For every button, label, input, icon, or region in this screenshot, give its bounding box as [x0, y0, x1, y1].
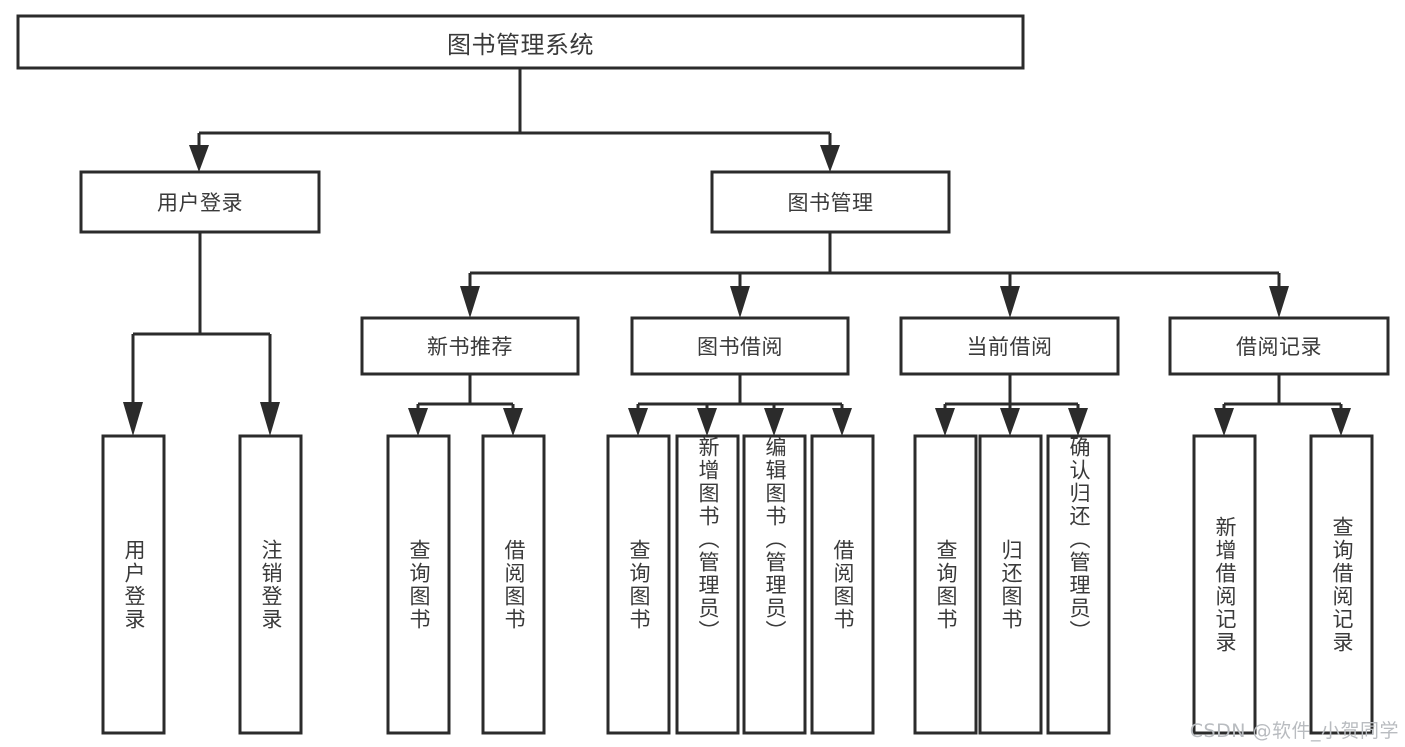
node-box-leaf-return-book[interactable] — [978, 434, 1043, 735]
arrow-head-leaf-add-book — [697, 408, 717, 436]
node-box-leaf-query-book-2[interactable] — [606, 434, 671, 735]
node-box-leaf-edit-book[interactable] — [742, 434, 807, 735]
node-box-leaf-borrow-book-1[interactable] — [481, 434, 546, 735]
arrow-head-leaf-query-book-3 — [935, 408, 955, 436]
arrow-head-leaf-user-login — [123, 402, 143, 436]
arrow-head-user-login — [189, 145, 209, 172]
node-box-leaf-confirm-return[interactable] — [1046, 434, 1111, 735]
arrow-head-current-borrow — [1000, 286, 1020, 318]
arrow-head-new-book-recommend — [460, 286, 480, 318]
node-box-book-borrow[interactable] — [630, 316, 850, 376]
node-box-user-login[interactable] — [79, 170, 321, 234]
arrow-head-leaf-add-record — [1214, 408, 1234, 436]
node-box-leaf-user-login[interactable] — [101, 434, 166, 735]
node-box-new-book-recommend[interactable] — [360, 316, 580, 376]
arrow-head-borrow-record — [1269, 286, 1289, 318]
arrow-head-leaf-query-record — [1331, 408, 1351, 436]
arrow-head-leaf-return-book — [1000, 408, 1020, 436]
arrow-head-leaf-confirm-return — [1068, 408, 1088, 436]
node-box-leaf-query-record[interactable] — [1309, 434, 1374, 735]
arrow-head-book-mgmt — [820, 145, 840, 172]
node-box-leaf-logout[interactable] — [238, 434, 303, 735]
arrow-head-leaf-query-book-1 — [408, 408, 428, 436]
node-box-leaf-add-record[interactable] — [1192, 434, 1257, 735]
node-box-borrow-record[interactable] — [1168, 316, 1390, 376]
node-box-root[interactable] — [16, 14, 1025, 70]
arrow-head-leaf-logout — [260, 402, 280, 436]
arrow-head-leaf-edit-book — [764, 408, 784, 436]
arrow-head-leaf-query-book-2 — [628, 408, 648, 436]
watermark-text: CSDN @软件_小贺同学 — [1189, 720, 1399, 742]
arrow-head-leaf-borrow-book-2 — [832, 408, 852, 436]
node-box-leaf-add-book[interactable] — [675, 434, 740, 735]
node-box-leaf-query-book-1[interactable] — [386, 434, 451, 735]
node-box-leaf-query-book-3[interactable] — [913, 434, 978, 735]
node-box-book-management[interactable] — [710, 170, 951, 234]
arrow-head-book-borrow — [730, 286, 750, 318]
node-box-leaf-borrow-book-2[interactable] — [810, 434, 875, 735]
arrow-head-leaf-borrow-book-1 — [503, 408, 523, 436]
node-box-current-borrow[interactable] — [899, 316, 1120, 376]
